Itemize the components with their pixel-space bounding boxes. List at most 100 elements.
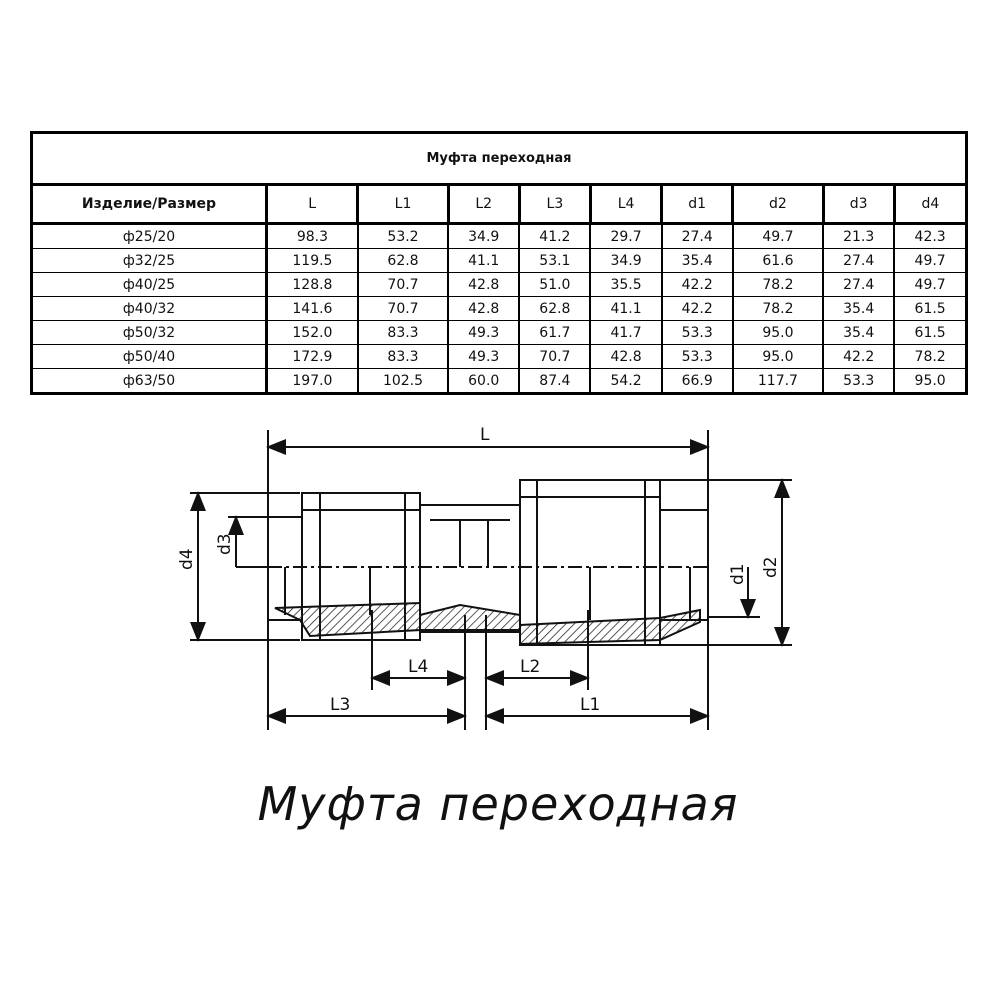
column-header-l4: L4: [588, 184, 662, 225]
value-cell: 42.3: [893, 223, 967, 249]
value-cell: 98.3: [264, 223, 358, 249]
value-cell: 70.7: [356, 296, 449, 321]
value-cell: 53.1: [518, 248, 591, 273]
column-header-l3: L3: [517, 184, 591, 225]
value-cell: 102.5: [356, 368, 449, 394]
value-cell: 35.4: [660, 248, 733, 273]
value-cell: 41.1: [447, 248, 520, 273]
column-header-d2: d2: [731, 184, 824, 225]
value-cell: 119.5: [264, 248, 358, 273]
value-cell: 34.9: [589, 248, 662, 273]
column-header-d3: d3: [821, 184, 895, 225]
value-cell: 53.3: [822, 368, 895, 394]
value-cell: 42.8: [447, 272, 520, 297]
value-cell: 61.5: [893, 320, 967, 345]
value-cell: 41.7: [589, 320, 662, 345]
value-cell: 49.7: [893, 248, 967, 273]
label-L: L: [480, 425, 490, 445]
column-header-l1: L1: [356, 184, 449, 225]
value-cell: 42.2: [660, 296, 733, 321]
section-hatch-right: [519, 608, 701, 646]
value-cell: 21.3: [822, 223, 895, 249]
value-cell: 78.2: [731, 272, 824, 297]
size-cell: ф40/32: [31, 296, 267, 321]
table-title: Муфта переходная: [30, 132, 967, 186]
size-cell: ф25/20: [122, 228, 176, 245]
value-cell: 42.2: [822, 344, 895, 369]
coupling-technical-drawing: L d4 d3 d1 d2 L4 L2 L3 L1 Муфта переходн…: [177, 425, 792, 831]
value-cell: 95.0: [893, 368, 967, 394]
size-cell: ф50/32: [31, 320, 267, 345]
value-cell: 49.7: [893, 272, 967, 297]
section-hatch-center: [419, 603, 521, 633]
value-cell: 35.4: [822, 320, 895, 345]
column-header-item-size: Изделие/Размер: [31, 184, 267, 225]
value-cell: 62.8: [518, 296, 591, 321]
label-d2: d2: [761, 556, 781, 578]
value-cell: 27.4: [822, 272, 895, 297]
label-d1: d1: [728, 563, 748, 585]
value-cell: 83.3: [356, 344, 449, 369]
value-cell: 51.0: [518, 272, 591, 297]
value-cell: 53.3: [660, 320, 733, 345]
value-cell: 87.4: [518, 368, 591, 394]
dimension-lines: [190, 430, 792, 730]
section-hatch-left: [274, 601, 421, 638]
value-cell: 117.7: [731, 368, 824, 394]
value-cell: 83.3: [356, 320, 449, 345]
drawing-caption: Муфта переходная: [258, 777, 739, 831]
value-cell: 70.7: [518, 344, 591, 369]
value-cell: 66.9: [660, 368, 733, 394]
value-cell: 152.0: [264, 320, 358, 345]
value-cell: 49.7: [731, 223, 824, 249]
value-cell: 41.2: [518, 223, 591, 249]
label-L1: L1: [580, 695, 600, 715]
value-cell: 35.4: [822, 296, 895, 321]
column-header-d1: d1: [660, 184, 733, 225]
label-d4: d4: [177, 548, 197, 570]
size-cell: ф40/25: [31, 272, 267, 297]
label-L4: L4: [408, 657, 428, 677]
size-cell: ф63/50: [31, 368, 267, 394]
value-cell: 49.3: [447, 344, 520, 369]
value-cell: 95.0: [731, 344, 824, 369]
value-cell: 141.6: [264, 296, 358, 321]
column-header-d4: d4: [892, 184, 967, 225]
value-cell: 41.1: [589, 296, 662, 321]
value-cell: 53.3: [660, 344, 733, 369]
value-cell: 78.2: [731, 296, 824, 321]
value-cell: 54.2: [589, 368, 662, 394]
value-cell: 128.8: [264, 272, 358, 297]
value-cell: 53.2: [356, 223, 449, 249]
label-L2: L2: [520, 657, 540, 677]
value-cell: 62.8: [356, 248, 449, 273]
value-cell: 29.7: [589, 223, 662, 249]
value-cell: 61.5: [893, 296, 967, 321]
label-L3: L3: [330, 695, 350, 715]
value-cell: 42.8: [447, 296, 520, 321]
value-cell: 172.9: [264, 344, 358, 369]
label-d3: d3: [215, 533, 235, 555]
size-cell: ф32/25: [31, 248, 267, 273]
value-cell: 78.2: [893, 344, 967, 369]
value-cell: 60.0: [447, 368, 520, 394]
value-cell: 70.7: [356, 272, 449, 297]
value-cell: 42.8: [589, 344, 662, 369]
value-cell: 61.6: [731, 248, 824, 273]
column-header-l: L: [264, 184, 358, 225]
value-cell: 34.9: [447, 223, 520, 249]
value-cell: 35.5: [589, 272, 662, 297]
value-cell: 95.0: [731, 320, 824, 345]
value-cell: 27.4: [822, 248, 895, 273]
value-cell: 49.3: [447, 320, 520, 345]
value-cell: 27.4: [660, 223, 733, 249]
